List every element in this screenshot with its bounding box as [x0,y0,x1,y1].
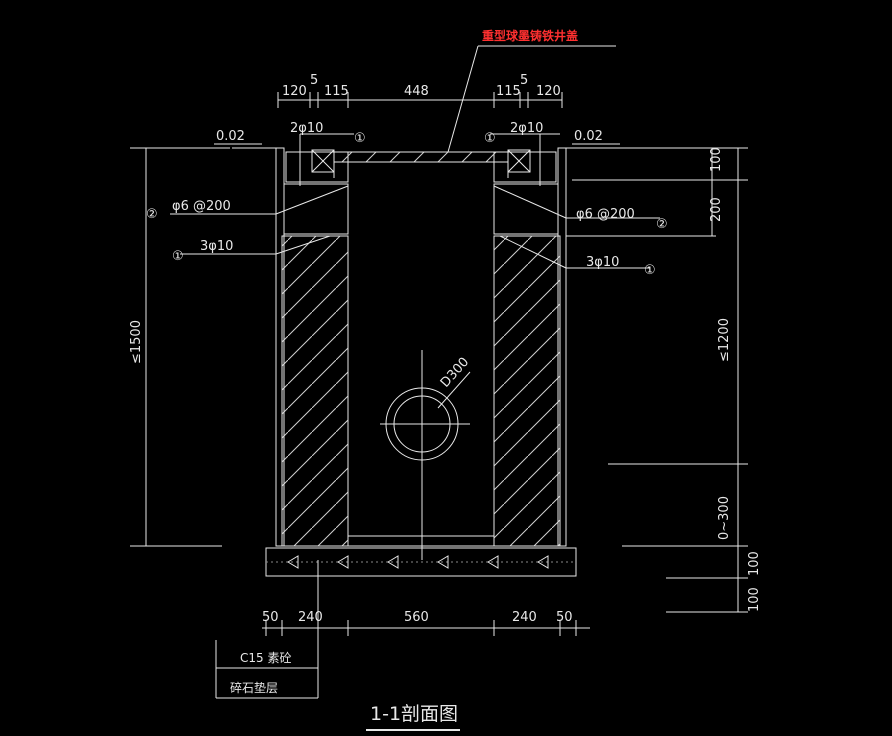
pipe-label: D300 [438,355,472,391]
dim-bottom-5: 50 [556,610,573,625]
dim-right-5: 100 [747,551,762,576]
elev-right: 0.02 [574,129,603,144]
elev-left: 0.02 [216,129,245,144]
mark-1-top-left: ① [354,131,366,146]
dim-right-2: 200 [709,197,724,222]
ring-beam-right [493,149,559,235]
wall-left [275,147,349,547]
wall-right [493,147,567,547]
dim-bottom-2: 240 [298,610,323,625]
dim-left: ≤1500 [129,320,144,364]
dim-top-2: 5 [310,73,318,88]
rebar-bottom-right: 3φ10 [586,255,619,270]
mark-2-left: ② [146,207,158,222]
drawing-title: 1-1剖面图 [370,703,458,725]
material-leaders [215,560,319,699]
right-dim-chain [566,148,748,613]
left-dim [130,148,222,547]
dim-top-7: 120 [536,84,561,99]
cover-leader [447,45,616,153]
dim-top-1: 120 [282,84,307,99]
manhole-cover [333,151,509,178]
base-layer [265,547,577,577]
mark-1-bottom-right: ① [644,263,656,278]
rebar-leaders [170,133,660,269]
rebar-top-left: 2φ10 [290,121,323,136]
material-gravel: 碎石垫层 [230,680,278,695]
cover-label: 重型球墨铸铁井盖 [482,28,578,43]
dim-right-4: 0~300 [717,496,732,540]
bottom-dim-chain [262,620,590,636]
dim-top-6: 5 [520,73,528,88]
rebar-stirrup-left: φ6 @200 [172,199,231,214]
dim-top-3: 115 [324,84,349,99]
mark-2-right: ② [656,217,668,232]
rebar-top-right: 2φ10 [510,121,543,136]
dim-bottom-1: 50 [262,610,279,625]
dim-bottom-4: 240 [512,610,537,625]
mark-1-bottom-left: ① [172,249,184,264]
dim-top-4: 448 [404,84,429,99]
ring-beam-left [283,149,349,235]
dim-right-1: 100 [709,147,724,172]
material-concrete: C15 素砼 [240,651,291,665]
dim-right-6: 100 [747,587,762,612]
pipe-d300 [380,350,471,560]
rebar-stirrup-right: φ6 @200 [576,207,635,222]
mark-1-top-right: ① [484,131,496,146]
dim-top-5: 115 [496,84,521,99]
rebar-bottom-left: 3φ10 [200,239,233,254]
dim-bottom-3: 560 [404,610,429,625]
dim-right-3: ≤1200 [717,318,732,362]
top-dim-chain [277,92,563,108]
inner-well [276,236,566,547]
